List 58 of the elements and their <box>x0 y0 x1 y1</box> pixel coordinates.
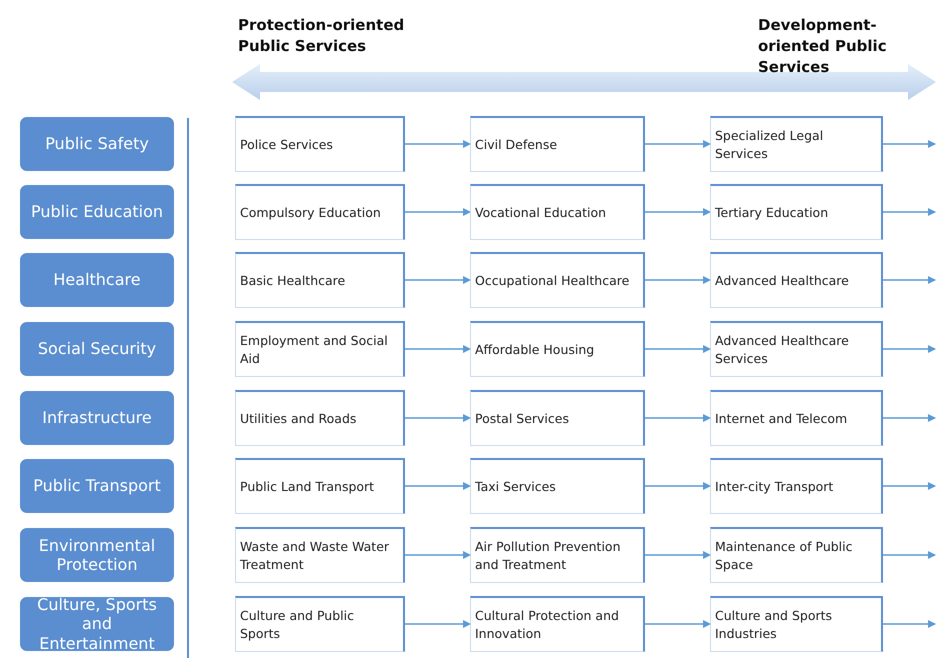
service-box: Maintenance of Public Space <box>710 527 883 583</box>
service-box: Advanced Healthcare Services <box>710 321 883 377</box>
service-box: Waste and Waste Water Treatment <box>235 527 405 583</box>
arrow <box>405 414 471 422</box>
arrow <box>883 208 936 216</box>
category-box: Public Education <box>20 185 174 239</box>
category-box: Social Security <box>20 322 174 376</box>
category-box: Culture, Sports and Entertainment <box>20 597 174 651</box>
service-box: Compulsory Education <box>235 184 405 240</box>
category-box: Public Safety <box>20 117 174 171</box>
arrow <box>883 414 936 422</box>
arrow <box>883 276 936 284</box>
service-box: Postal Services <box>470 390 645 446</box>
arrow <box>883 620 936 628</box>
service-box: Culture and Sports Industries <box>710 596 883 652</box>
service-box: Advanced Healthcare <box>710 252 883 308</box>
service-box: Inter-city Transport <box>710 458 883 514</box>
arrow <box>645 276 711 284</box>
arrow <box>405 276 471 284</box>
arrow <box>883 140 936 148</box>
service-box: Police Services <box>235 116 405 172</box>
arrow <box>645 551 711 559</box>
service-box: Employment and Social Aid <box>235 321 405 377</box>
arrow <box>645 345 711 353</box>
service-box: Air Pollution Prevention and Treatment <box>470 527 645 583</box>
service-box: Basic Healthcare <box>235 252 405 308</box>
arrow <box>645 414 711 422</box>
column-heading: Development-oriented Public Services <box>758 15 888 78</box>
column-heading: Protection-oriented Public Services <box>238 15 406 57</box>
arrow <box>405 208 471 216</box>
arrow <box>405 140 471 148</box>
category-box: Public Transport <box>20 459 174 513</box>
category-box: Healthcare <box>20 253 174 307</box>
arrow <box>405 482 471 490</box>
arrow <box>645 620 711 628</box>
service-box: Internet and Telecom <box>710 390 883 446</box>
service-box: Tertiary Education <box>710 184 883 240</box>
service-box: Occupational Healthcare <box>470 252 645 308</box>
arrow <box>405 620 471 628</box>
service-box: Affordable Housing <box>470 321 645 377</box>
service-box: Public Land Transport <box>235 458 405 514</box>
arrow <box>883 551 936 559</box>
arrow <box>883 482 936 490</box>
service-box: Vocational Education <box>470 184 645 240</box>
category-box: Infrastructure <box>20 391 174 445</box>
service-box: Culture and Public Sports <box>235 596 405 652</box>
arrow <box>645 482 711 490</box>
service-box: Utilities and Roads <box>235 390 405 446</box>
service-box: Cultural Protection and Innovation <box>470 596 645 652</box>
arrow <box>645 140 711 148</box>
arrow <box>405 551 471 559</box>
service-box: Specialized Legal Services <box>710 116 883 172</box>
category-box: Environmental Protection <box>20 528 174 582</box>
arrow <box>883 345 936 353</box>
arrow <box>645 208 711 216</box>
service-box: Civil Defense <box>470 116 645 172</box>
arrow <box>405 345 471 353</box>
service-box: Taxi Services <box>470 458 645 514</box>
